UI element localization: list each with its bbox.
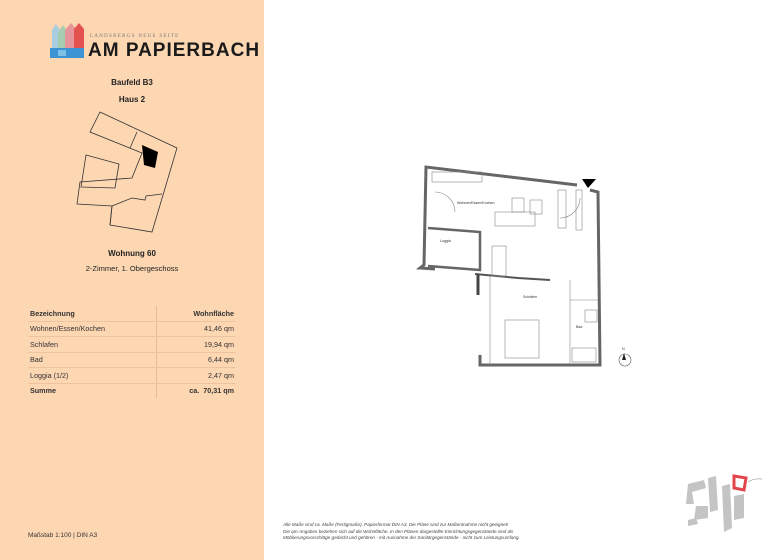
floor-plan: Wohnen/Essen/Kochen Loggia Schlafen Bad …: [415, 165, 632, 367]
logo-houses-icon: [50, 23, 84, 58]
total-label: Summe: [30, 386, 56, 396]
row-value: 6,44 qm: [155, 352, 236, 368]
building-field: Baufeld B3: [111, 78, 153, 87]
north-label: N: [622, 347, 625, 351]
row-label: Wohnen/Essen/Kochen: [28, 321, 157, 337]
building-house: Haus 2: [118, 95, 146, 104]
row-label: Bad: [28, 352, 157, 368]
table-row: Loggia (1/2)2,47 qm: [28, 367, 236, 384]
header-label: Bezeichnung: [28, 306, 157, 322]
logo-subtitle: LANDSBERGS NEUE SEITE: [90, 34, 180, 39]
row-label: Schlafen: [28, 336, 157, 353]
row-value: 41,46 qm: [155, 321, 236, 337]
site-location-map-icon: [686, 474, 762, 532]
logo-title: AM PAPIERBACH: [88, 40, 261, 61]
unit-description: 2-Zimmer, 1. Obergeschoss: [85, 264, 179, 273]
room-label-living: Wohnen/Essen/Kochen: [457, 201, 495, 205]
unit-name: Wohnung 60: [108, 249, 156, 258]
table-total: Summe ca. 70,31 qm: [28, 383, 236, 398]
row-value: 2,47 qm: [155, 367, 236, 384]
row-value: 19,94 qm: [155, 336, 236, 353]
room-label-bath: Bad: [576, 325, 582, 329]
total-value: ca. 70,31 qm: [155, 383, 236, 398]
unit-highlight: [142, 145, 158, 168]
row-label: Loggia (1/2): [28, 367, 157, 384]
header-area: Wohnfläche: [155, 306, 236, 322]
room-label-bedroom: Schlafen: [523, 295, 537, 299]
scale-label: Maßstab 1:100 | DIN A3: [28, 532, 98, 539]
disclaimer: Alle Maße sind ca. Maße (Fertigmaße). Pa…: [283, 522, 520, 540]
site-plan: [76, 111, 178, 233]
entrance-arrow-icon: [582, 179, 596, 188]
room-label-loggia: Loggia: [440, 239, 451, 243]
info-panel: LANDSBERGS NEUE SEITE AM PAPIERBACH Bauf…: [0, 0, 264, 560]
compass-icon: [618, 353, 632, 367]
